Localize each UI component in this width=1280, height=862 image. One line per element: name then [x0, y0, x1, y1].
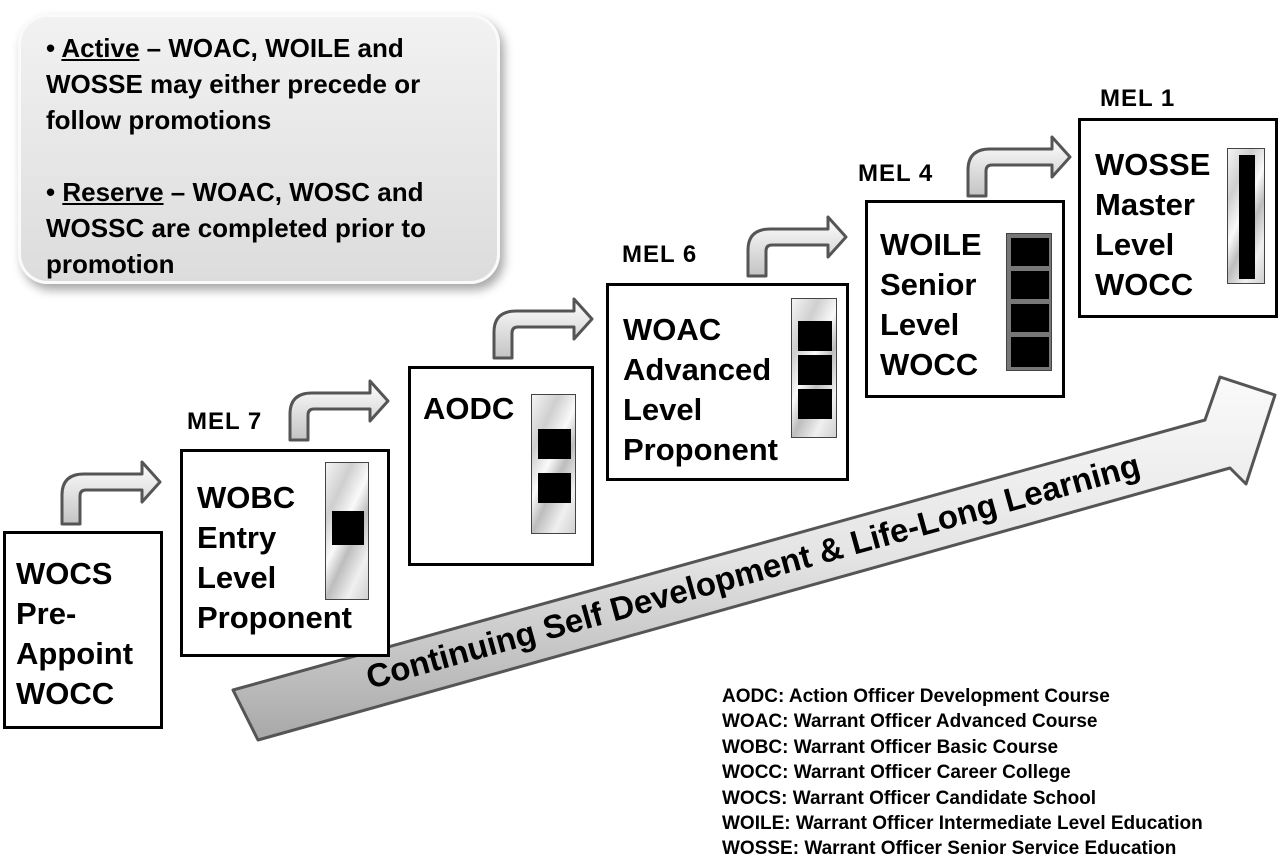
stage-aodc-line: AODC: [423, 391, 515, 426]
stage-wocs: WOCS Pre- Appoint WOCC: [3, 531, 163, 729]
active-note: • Active – WOAC, WOILE and WOSSE may eit…: [46, 33, 421, 135]
stage-wosse-line: WOCC: [1095, 267, 1194, 302]
stage-wobc-line: WOBC: [197, 480, 296, 515]
reserve-term: Reserve: [62, 177, 164, 207]
stage-woile-line: WOCC: [880, 347, 979, 382]
stage-woile: WOILE Senior Level WOCC: [865, 200, 1065, 398]
stage-wocs-line: WOCC: [16, 676, 115, 711]
stage-aodc-text: AODC: [423, 389, 514, 429]
stage-wobc-line: Level: [197, 560, 277, 595]
legend-item: WOCC: Warrant Officer Career College: [722, 762, 1071, 784]
stage-wobc-text: WOBC Entry Level Proponent: [197, 478, 352, 638]
legend-item: WOSSE: Warrant Officer Senior Service Ed…: [722, 838, 1177, 860]
active-term: Active: [61, 33, 140, 63]
legend-item: WOAC: Warrant Officer Advanced Course: [722, 711, 1098, 733]
life-long-learning-arrow: [231, 375, 1277, 742]
stage-woile-line: Senior: [880, 267, 977, 302]
cw3-rank-insignia: [791, 298, 837, 438]
step-arrow-3: [492, 297, 594, 360]
reserve-note-text: – WOAC, WOSC and WOSSC are completed pri…: [46, 177, 426, 279]
stage-wocs-line: Appoint: [16, 636, 134, 671]
stage-wobc-line: Proponent: [197, 600, 352, 635]
stage-woac-line: Advanced: [623, 352, 772, 387]
active-note-text: – WOAC, WOILE and WOSSE may either prece…: [46, 33, 421, 135]
stage-wosse: WOSSE Master Level WOCC: [1078, 118, 1278, 318]
step-arrow-1: [60, 460, 162, 526]
cw5-rank-insignia: [1227, 148, 1265, 284]
stage-wosse-line: Master: [1095, 187, 1195, 222]
stage-woac-line: Level: [623, 392, 703, 427]
cw4-rank-insignia: [1006, 233, 1052, 371]
abbreviation-legend: AODC: Action Officer Development Course …: [722, 684, 1203, 862]
cw2-rank-insignia: [531, 394, 576, 534]
mel-label-woac: MEL 6: [622, 241, 698, 268]
step-arrow-5: [966, 135, 1072, 198]
stage-woile-text: WOILE Senior Level WOCC: [880, 225, 982, 385]
promotion-note-box: • Active – WOAC, WOILE and WOSSE may eit…: [18, 14, 500, 284]
mel-label-wosse: MEL 1: [1100, 85, 1176, 112]
stage-woile-line: WOILE: [880, 227, 982, 262]
reserve-note: • Reserve – WOAC, WOSC and WOSSC are com…: [46, 177, 426, 279]
stage-woac-text: WOAC Advanced Level Proponent: [623, 310, 778, 470]
legend-item: AODC: Action Officer Development Course: [722, 686, 1110, 707]
stage-wocs-line: WOCS: [16, 556, 113, 591]
stage-wobc: WOBC Entry Level Proponent: [180, 449, 390, 657]
stage-wocs-line: Pre-: [16, 596, 77, 631]
legend-item: WOCS: Warrant Officer Candidate School: [722, 787, 1097, 809]
stage-woac: WOAC Advanced Level Proponent: [606, 283, 849, 481]
legend-item: WOILE: Warrant Officer Intermediate Leve…: [722, 813, 1203, 835]
stage-woac-line: Proponent: [623, 432, 778, 467]
wo1-rank-insignia: [325, 462, 369, 600]
stage-wobc-line: Entry: [197, 520, 277, 555]
stage-woile-line: Level: [880, 307, 960, 342]
mel-label-woile: MEL 4: [858, 160, 934, 187]
stage-woac-line: WOAC: [623, 312, 722, 347]
step-arrow-2: [288, 379, 390, 442]
stage-aodc: AODC: [408, 366, 594, 566]
stage-wosse-text: WOSSE Master Level WOCC: [1095, 145, 1210, 305]
stage-wosse-line: Level: [1095, 227, 1175, 262]
stage-wosse-line: WOSSE: [1095, 147, 1211, 182]
step-arrow-4: [746, 215, 848, 278]
legend-item: WOBC: Warrant Officer Basic Course: [722, 736, 1059, 758]
stage-wocs-text: WOCS Pre- Appoint WOCC: [16, 554, 133, 714]
mel-label-wobc: MEL 7: [187, 408, 263, 435]
